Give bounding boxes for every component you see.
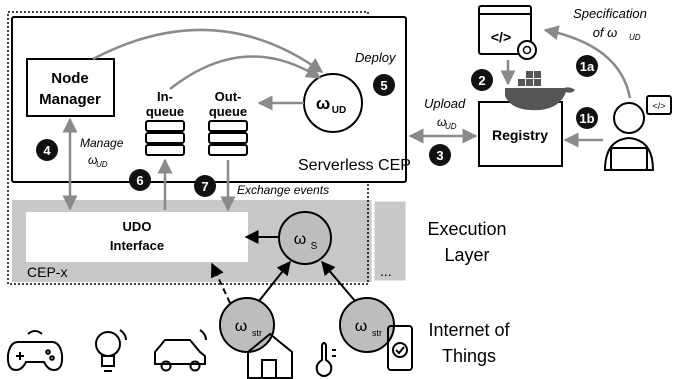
specification-sub: UD bbox=[629, 33, 641, 42]
second-cep-box bbox=[371, 198, 409, 284]
step-6: 6 bbox=[129, 169, 151, 191]
arrow-str2-to-s bbox=[321, 260, 356, 302]
cep-x-label: CEP-x bbox=[27, 264, 67, 280]
thermometer-icon bbox=[315, 342, 336, 377]
step-7: 7 bbox=[194, 175, 216, 197]
docker-icon bbox=[505, 71, 575, 111]
upload-omega-sub: UD bbox=[445, 122, 457, 131]
step-5: 5 bbox=[373, 74, 395, 96]
step-4: 4 bbox=[36, 139, 58, 161]
smart-home-icon bbox=[247, 332, 293, 379]
svg-text:2: 2 bbox=[478, 73, 485, 88]
out-queue-label-2: queue bbox=[209, 104, 247, 119]
manage-label: Manage bbox=[80, 136, 124, 150]
gamepad-icon bbox=[6, 330, 64, 372]
specification-label-2: of ω bbox=[593, 25, 618, 40]
omega-str-sub-2: str bbox=[372, 328, 382, 338]
node-manager-label-2: Manager bbox=[39, 91, 101, 108]
arrow-spec-to-icon bbox=[543, 25, 632, 99]
svg-text:6: 6 bbox=[136, 173, 143, 188]
in-queue-icon bbox=[145, 120, 185, 156]
svg-text:4: 4 bbox=[43, 143, 51, 158]
deploy-label: Deploy bbox=[355, 50, 397, 65]
svg-text:</>: </> bbox=[491, 29, 511, 45]
arc-node-manager-to-udo bbox=[92, 28, 324, 74]
svg-text:1a: 1a bbox=[580, 59, 595, 74]
serverless-cep-label: Serverless CEP bbox=[298, 157, 411, 174]
exchange-events-label: Exchange events bbox=[237, 183, 329, 197]
omega-ud-label: ω bbox=[316, 94, 330, 113]
svg-text:1b: 1b bbox=[579, 111, 594, 126]
omega-ud-sub: UD bbox=[332, 105, 346, 116]
svg-text:7: 7 bbox=[201, 179, 208, 194]
arc-udo-to-in-queue bbox=[169, 55, 322, 90]
light-bulb-icon bbox=[95, 329, 127, 372]
svg-text:3: 3 bbox=[436, 148, 443, 163]
omega-s-sub: S bbox=[311, 241, 318, 252]
smartphone-icon bbox=[387, 325, 413, 371]
arrow-str1-to-s bbox=[258, 260, 291, 302]
omega-str-sub-1: str bbox=[252, 328, 262, 338]
step-2: 2 bbox=[471, 69, 493, 91]
upload-omega: ω bbox=[437, 115, 446, 129]
udo-interface-label-1: UDO bbox=[123, 219, 152, 234]
ellipsis-label: ... bbox=[380, 263, 392, 279]
udo-interface-box bbox=[26, 212, 248, 262]
registry-label: Registry bbox=[492, 127, 548, 143]
udo-interface-label-2: Interface bbox=[110, 238, 164, 253]
manage-omega-sub: UD bbox=[96, 160, 108, 169]
out-queue-icon bbox=[208, 120, 248, 156]
out-queue-label-1: Out- bbox=[215, 89, 242, 104]
omega-str-label-1: ω bbox=[235, 318, 248, 335]
arrow-str1-to-interface bbox=[210, 262, 231, 304]
upload-label: Upload bbox=[424, 96, 466, 111]
iot-label-1: Internet of bbox=[428, 320, 510, 340]
node-manager-box bbox=[26, 58, 115, 117]
execution-layer-label-1: Execution bbox=[427, 219, 506, 239]
step-3: 3 bbox=[429, 144, 451, 166]
omega-ud-node bbox=[303, 73, 363, 133]
code-settings-icon: </> bbox=[478, 5, 537, 60]
execution-layer-label-2: Layer bbox=[444, 245, 489, 265]
omega-str-label-2: ω bbox=[355, 318, 368, 335]
omega-s-label: ω bbox=[294, 231, 307, 248]
car-icon bbox=[154, 329, 207, 372]
developer-icon bbox=[603, 95, 672, 171]
specification-label-1: Specification bbox=[573, 6, 647, 21]
in-queue-label-2: queue bbox=[146, 104, 184, 119]
iot-label-2: Things bbox=[442, 346, 496, 366]
developer-code-glyph: </> bbox=[652, 101, 665, 111]
svg-text:5: 5 bbox=[380, 78, 387, 93]
manage-omega: ω bbox=[88, 153, 97, 167]
step-1a: 1a bbox=[576, 55, 598, 77]
in-queue-label-1: In- bbox=[157, 89, 173, 104]
step-1b: 1b bbox=[576, 107, 598, 129]
node-manager-label-1: Node bbox=[51, 70, 89, 87]
registry-box bbox=[478, 101, 563, 167]
